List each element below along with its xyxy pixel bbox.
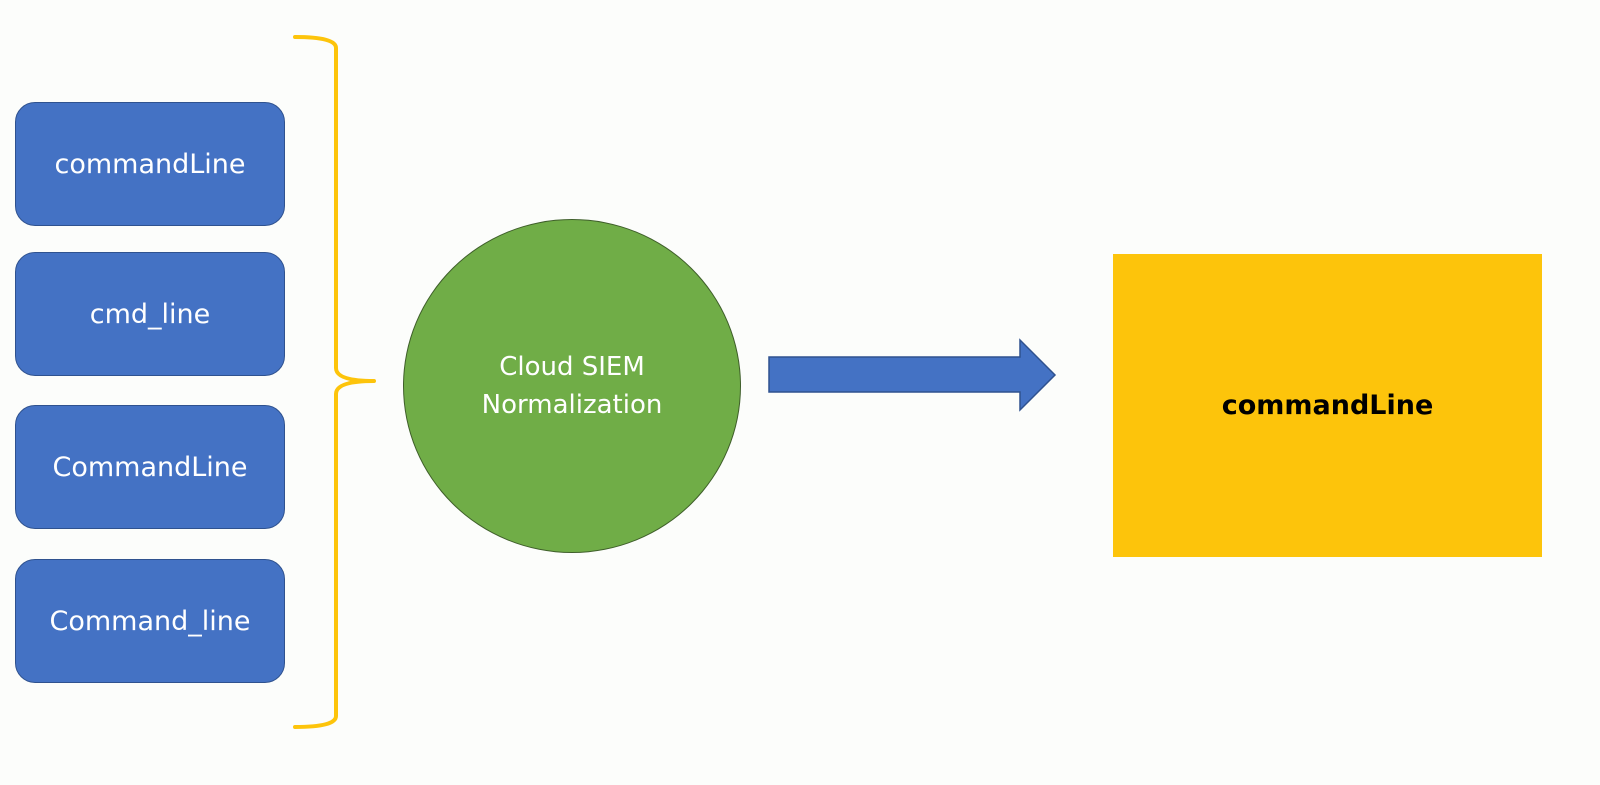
process-label-line1: Cloud SIEM xyxy=(499,352,645,382)
input-field-label: CommandLine xyxy=(52,451,248,483)
input-field-box: commandLine xyxy=(15,102,285,226)
input-field-box: cmd_line xyxy=(15,252,285,376)
normalized-output-box: commandLine xyxy=(1113,254,1542,557)
input-field-label: cmd_line xyxy=(89,298,211,330)
right-arrow xyxy=(768,338,1057,412)
normalization-process: Cloud SIEM Normalization xyxy=(403,219,741,553)
input-field-box: Command_line xyxy=(15,559,285,683)
input-field-box: CommandLine xyxy=(15,405,285,529)
output-field-label: commandLine xyxy=(1221,390,1434,421)
process-label-line2: Normalization xyxy=(481,390,663,420)
input-field-label: commandLine xyxy=(54,148,246,180)
input-field-label: Command_line xyxy=(49,605,251,637)
curly-brace xyxy=(293,35,376,729)
